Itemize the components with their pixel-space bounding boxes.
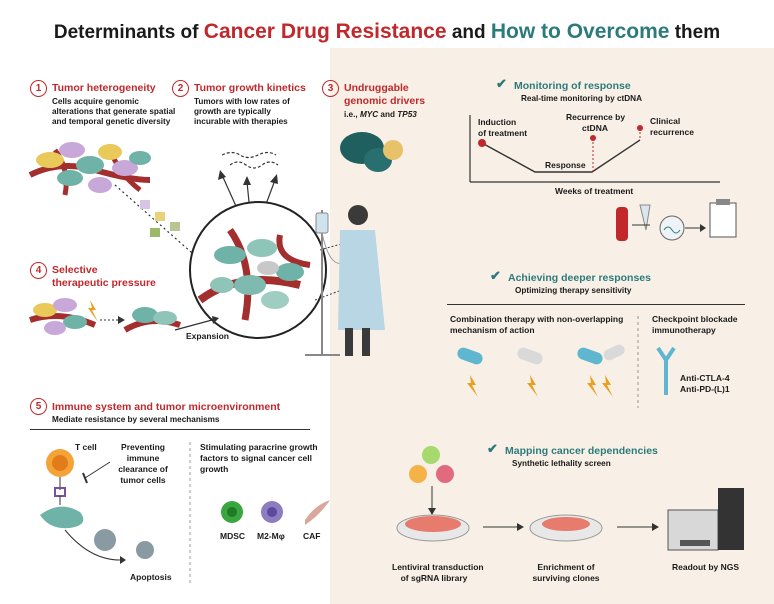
enrichment-line1: Enrichment of xyxy=(537,562,595,572)
immune-illustration xyxy=(40,442,330,585)
enrichment-line2: surviving clones xyxy=(532,573,600,583)
monitoring-subtitle: Real-time monitoring by ctDNA xyxy=(521,94,643,103)
stim-line3: growth xyxy=(200,464,229,474)
prevent-line2: immune xyxy=(126,453,160,463)
anti-pdl1-label: Anti-PD-(L)1 xyxy=(680,384,730,394)
expansion-label: Expansion xyxy=(186,331,229,341)
response-label: Response xyxy=(545,160,586,170)
deeper-heading: Achieving deeper responses xyxy=(508,272,651,284)
undruggable-protein-illustration xyxy=(340,132,403,172)
heterogeneous-tumor-illustration xyxy=(28,142,151,196)
undruggable-heading-line1: Undruggable xyxy=(344,82,409,94)
s2-body-line2: growth are typically xyxy=(194,107,271,116)
stim-line1: Stimulating paracrine growth xyxy=(200,442,318,452)
combo-line2: mechanism of action xyxy=(450,325,535,335)
apoptosis-label: Apoptosis xyxy=(130,572,172,582)
drug-capsules xyxy=(457,316,676,408)
tcell-label: T cell xyxy=(75,442,97,452)
deeper-subtitle: Optimizing therapy sensitivity xyxy=(515,286,632,295)
mapping-subtitle: Synthetic lethality screen xyxy=(512,459,611,468)
blood-sample-to-clipboard xyxy=(616,199,737,241)
s1-body-line3: and temporal genetic diversity xyxy=(52,117,171,126)
anti-ctla4-label: Anti-CTLA-4 xyxy=(680,373,730,383)
immune-heading: Immune system and tumor microenvironment xyxy=(52,401,281,413)
s2-body-line3: incurable with therapies xyxy=(194,117,288,126)
readout-ngs-label: Readout by NGS xyxy=(672,562,740,572)
patient-with-iv-illustration xyxy=(305,205,385,356)
immune-subtitle: Mediate resistance by several mechanisms xyxy=(52,415,220,424)
mapping-heading: Mapping cancer dependencies xyxy=(505,445,658,457)
recurrence-ctdna-line2: ctDNA xyxy=(582,123,608,133)
tumor-heterogeneity-heading: Tumor heterogeneity xyxy=(52,82,156,94)
deeper-divider xyxy=(447,304,745,305)
s2-body-line1: Tumors with low rates of xyxy=(194,97,290,106)
prevent-line4: tumor cells xyxy=(120,475,166,485)
monitoring-check-icon: ✔ xyxy=(496,76,507,91)
page-title: Determinants of Cancer Drug Resistance a… xyxy=(53,20,721,43)
selective-heading-line1: Selective xyxy=(52,264,98,276)
weeks-axis-label: Weeks of treatment xyxy=(555,186,634,196)
selective-heading-line2: therapeutic pressure xyxy=(52,277,156,289)
stim-line2: factors to signal cancer cell xyxy=(200,453,312,463)
mapping-check-icon: ✔ xyxy=(487,441,498,456)
section-4-number: 4 xyxy=(30,262,47,279)
prevent-line1: Preventing xyxy=(121,442,165,452)
checkpoint-line2: immunotherapy xyxy=(652,325,716,335)
ctdna-monitoring-chart xyxy=(469,115,720,183)
monitoring-heading: Monitoring of response xyxy=(514,80,631,92)
tumor-growth-kinetics-heading: Tumor growth kinetics xyxy=(194,82,306,94)
recurrence-ctdna-line1: Recurrence by xyxy=(566,112,626,122)
section-5-number: 5 xyxy=(30,398,47,415)
clinical-recurrence-line1: Clinical xyxy=(650,116,681,126)
clinical-recurrence-line2: recurrence xyxy=(650,127,694,137)
undruggable-heading-line2: genomic drivers xyxy=(344,95,426,107)
caf-label: CAF xyxy=(303,531,321,541)
prevent-line3: clearance of xyxy=(118,464,168,474)
checkpoint-line1: Checkpoint blockade xyxy=(652,314,738,324)
cell-lineage-chain xyxy=(114,184,201,261)
s1-body-line2: alterations that generate spatial xyxy=(52,107,176,116)
deeper-check-icon: ✔ xyxy=(490,268,501,283)
undruggable-example: i.e., MYC and TP53 xyxy=(344,110,417,119)
section-1-number: 1 xyxy=(30,80,47,97)
section-2-number: 2 xyxy=(172,80,189,97)
induction-label-line2: of treatment xyxy=(478,128,528,138)
mdsc-label: MDSC xyxy=(220,531,246,541)
crispr-screen-workflow xyxy=(396,446,744,551)
section-3-number: 3 xyxy=(322,80,339,97)
s1-body-line1: Cells acquire genomic xyxy=(52,97,139,106)
combo-line1: Combination therapy with non-overlapping xyxy=(450,314,624,324)
induction-label-line1: Induction xyxy=(478,117,517,127)
selective-pressure-illustration xyxy=(29,298,219,335)
lentiviral-line2: of sgRNA library xyxy=(400,573,468,583)
lentiviral-line1: Lentiviral transduction xyxy=(392,562,484,572)
immune-divider xyxy=(30,429,310,430)
tumor-magnified-circle xyxy=(189,201,327,339)
m2-macrophage-label: M2-Mφ xyxy=(257,531,285,541)
